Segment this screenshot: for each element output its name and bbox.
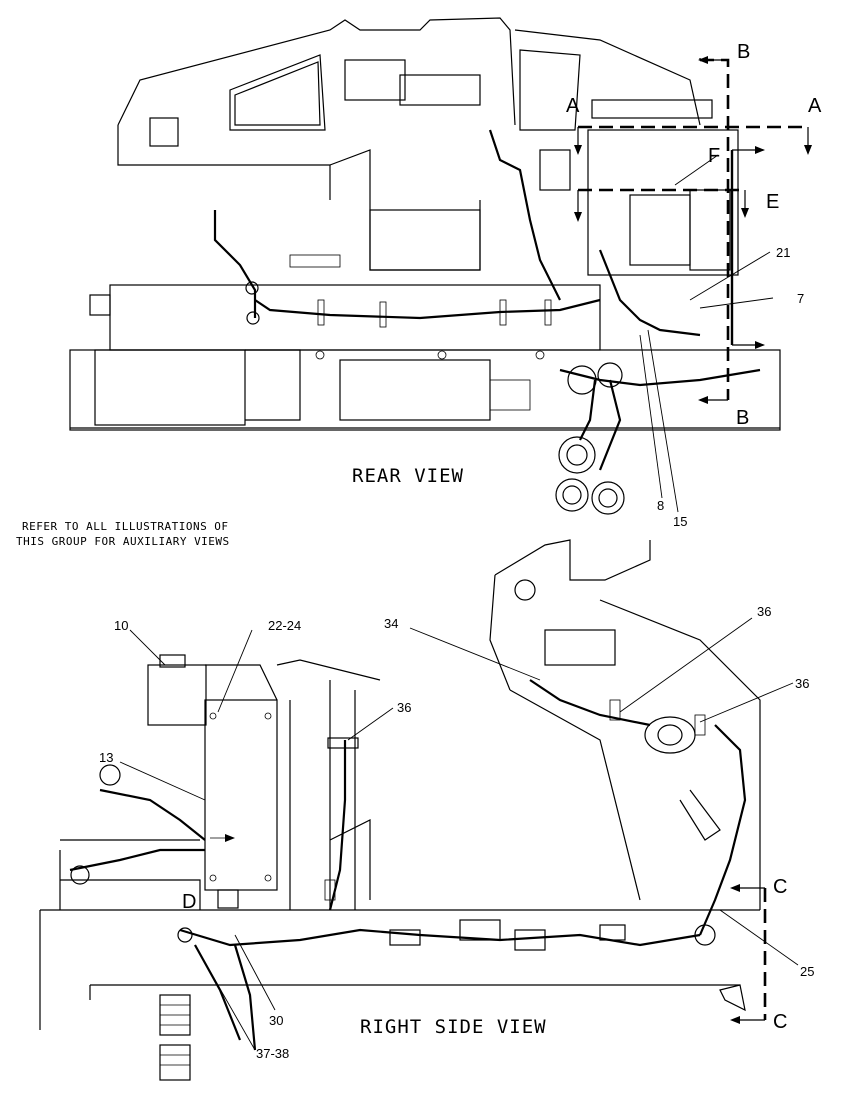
callout-25: 25 xyxy=(800,964,814,979)
callout-21: 21 xyxy=(776,245,790,260)
section-mark-a-right: A xyxy=(808,95,822,117)
callout-8: 8 xyxy=(657,498,664,513)
section-mark-d: D xyxy=(182,891,196,913)
callout-30: 30 xyxy=(269,1013,283,1028)
section-mark-e: E xyxy=(766,191,779,213)
callout-10: 10 xyxy=(114,618,128,633)
right-side-view-drawing xyxy=(39,539,761,1081)
callout-37-38: 37-38 xyxy=(256,1046,289,1061)
callout-15: 15 xyxy=(673,514,687,529)
right-side-view-title: RIGHT SIDE VIEW xyxy=(360,1016,547,1038)
section-mark-f: F xyxy=(708,145,720,167)
callout-36-left: 36 xyxy=(397,700,411,715)
note-line-1: REFER TO ALL ILLUSTRATIONS OF xyxy=(22,520,229,533)
section-mark-b-bottom: B xyxy=(736,407,749,429)
note-line-2: THIS GROUP FOR AUXILIARY VIEWS xyxy=(16,535,230,548)
callout-7: 7 xyxy=(797,291,804,306)
rear-view-title: REAR VIEW xyxy=(352,465,464,487)
rear-view-drawing xyxy=(69,17,781,515)
callout-36-upper: 36 xyxy=(757,604,771,619)
callout-22-24: 22-24 xyxy=(268,618,301,633)
section-lines-rear xyxy=(574,56,812,404)
section-mark-b-top: B xyxy=(737,41,750,63)
section-mark-c-top: C xyxy=(773,876,787,898)
section-mark-c-bottom: C xyxy=(773,1011,787,1033)
callout-36-right: 36 xyxy=(795,676,809,691)
section-lines-side xyxy=(730,884,767,1024)
callout-34: 34 xyxy=(384,616,398,631)
leader-lines xyxy=(119,154,799,1051)
section-mark-a-left: A xyxy=(566,95,580,117)
callout-13: 13 xyxy=(99,750,113,765)
